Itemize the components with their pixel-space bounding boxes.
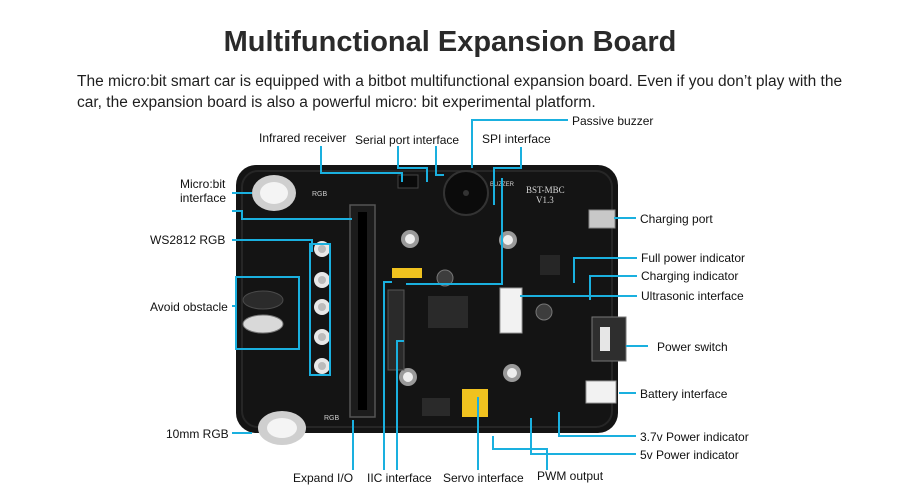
label-ultrasonic-interface: Ultrasonic interface	[641, 289, 744, 303]
label-10mm-rgb: 10mm RGB	[166, 427, 229, 441]
page-title: Multifunctional Expansion Board	[223, 26, 677, 58]
label-charging-indicator: Charging indicator	[641, 269, 739, 283]
label-microbit-line2: interface	[180, 191, 227, 205]
label-ws2812-rgb: WS2812 RGB	[150, 233, 226, 247]
label-avoid-obstacle: Avoid obstacle	[150, 300, 228, 314]
intro-text: The micro:bit smart car is equipped with…	[77, 73, 843, 111]
board-version: V1.3	[536, 195, 554, 205]
label-infrared-receiver: Infrared receiver	[259, 131, 347, 145]
board-model: BST-MBC	[526, 185, 565, 195]
label-power-switch: Power switch	[657, 340, 728, 354]
label-serial-port-interface: Serial port interface	[355, 133, 460, 147]
label-5v-power-indicator: 5v Power indicator	[640, 448, 739, 462]
label-charging-port: Charging port	[640, 212, 713, 226]
silk-rgb-top: RGB	[312, 191, 328, 198]
label-iic-interface: IIC interface	[367, 471, 432, 485]
label-pwm-output: PWM output	[537, 469, 604, 483]
label-microbit-interface: Micro:bit interface	[180, 177, 226, 205]
label-37v-power-indicator: 3.7v Power indicator	[640, 430, 749, 444]
expansion-board: BST-MBC V1.3 RGB RGB BUZZER	[236, 165, 627, 445]
label-servo-interface: Servo interface	[443, 471, 524, 485]
silk-rgb-bottom: RGB	[324, 415, 340, 422]
label-passive-buzzer: Passive buzzer	[572, 114, 654, 128]
label-expand-io: Expand I/O	[293, 471, 354, 485]
callout-lines	[232, 119, 648, 470]
label-full-power-indicator: Full power indicator	[641, 251, 746, 265]
label-battery-interface: Battery interface	[640, 387, 728, 401]
label-spi-interface: SPI interface	[482, 132, 551, 146]
label-microbit-line1: Micro:bit	[180, 177, 226, 191]
